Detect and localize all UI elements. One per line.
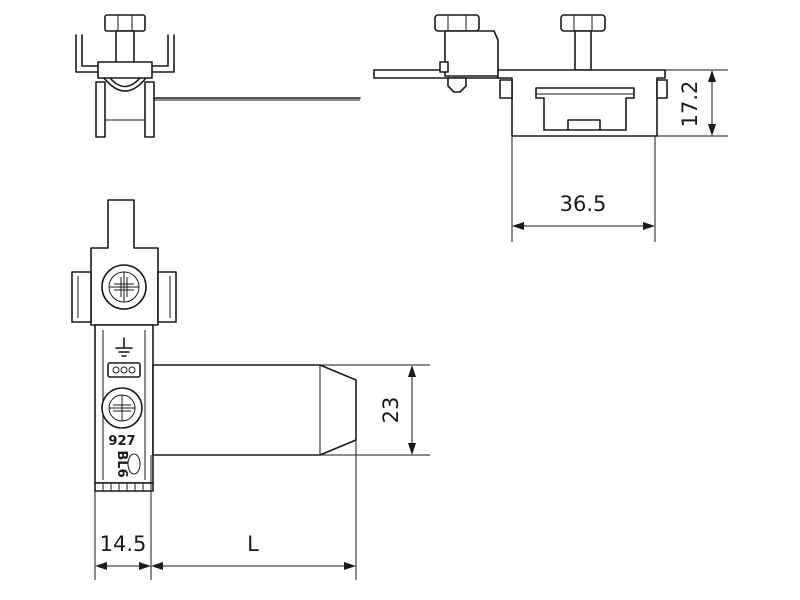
- dimension-height-side: [408, 365, 416, 455]
- dimension-width-base-label: 14.5: [100, 532, 147, 556]
- dimension-height-side-label: 23: [379, 397, 403, 424]
- series-marking: BL6: [114, 450, 129, 477]
- part-number-marking: 927: [108, 434, 135, 449]
- dimension-height-top: [708, 70, 716, 136]
- end-view: [75, 14, 361, 138]
- dimension-length-label: L: [247, 532, 259, 556]
- dimension-height-top-label: 17.2: [678, 81, 702, 128]
- dimension-width-top: [512, 222, 655, 230]
- dimension-length: [151, 562, 356, 570]
- side-view: [373, 14, 728, 242]
- front-view: [71, 199, 430, 580]
- dimension-width-base: [95, 562, 151, 570]
- dimension-width-top-label: 36.5: [560, 192, 607, 216]
